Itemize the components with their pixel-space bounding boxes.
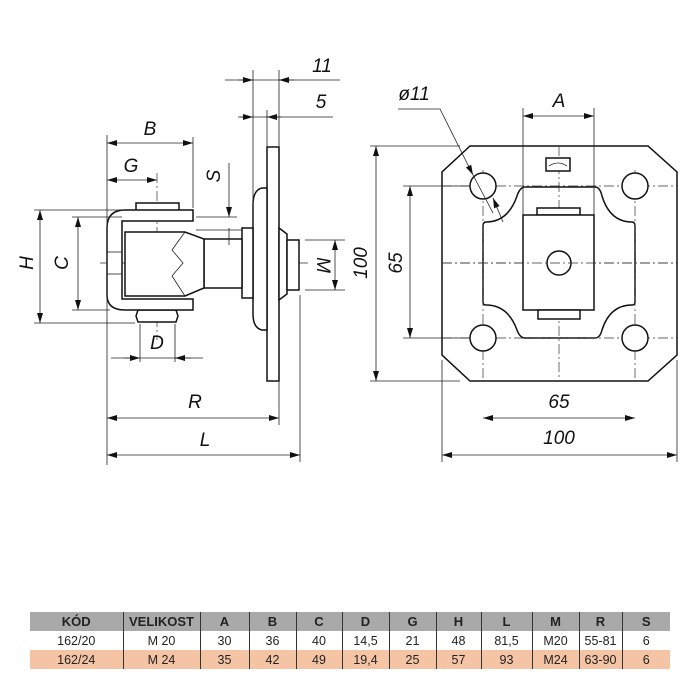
thread-end: [286, 239, 300, 291]
table-cell: 63-90: [578, 650, 622, 669]
table-cell: 81,5: [480, 631, 532, 650]
plate-boss: [252, 187, 268, 331]
header-cell: H: [435, 612, 481, 631]
table-cell: 55-81: [578, 631, 622, 650]
table-cell: 21: [388, 631, 436, 650]
table-cell: 57: [435, 650, 481, 669]
table-cell: M 20: [122, 631, 200, 650]
table-cell: 36: [248, 631, 296, 650]
mounting-hole: [621, 324, 649, 352]
header-cell: VELIKOST: [122, 612, 200, 631]
table-cell: 42: [248, 650, 296, 669]
dim-label-A: A: [552, 91, 566, 112]
nut: [278, 226, 288, 302]
table-cell: 35: [199, 650, 249, 669]
table-cell: 14,5: [341, 631, 389, 650]
pin-bottom-cap: [135, 309, 179, 323]
mounting-plate: [266, 146, 280, 382]
dim-label-D: D: [150, 333, 164, 354]
table-cell: 93: [480, 650, 532, 669]
table-cell: M24: [531, 650, 579, 669]
header-cell: D: [341, 612, 389, 631]
table-header-row: KÓD VELIKOST A B C D G H L M R S: [30, 612, 670, 631]
side-view: 11 5 B G S H C D M R: [17, 56, 345, 465]
shaft: [203, 238, 243, 289]
dim-label-5: 5: [316, 92, 327, 113]
front-view: A ø11 100 65 65 100: [351, 84, 678, 462]
dim-label-B: B: [144, 119, 157, 140]
dim-label-C: C: [52, 256, 73, 270]
dim-label-65-horizontal: 65: [548, 392, 570, 413]
pin-top-cap: [536, 207, 581, 216]
header-cell: M: [531, 612, 579, 631]
dim-label-65-vertical: 65: [386, 252, 407, 274]
header-cell: R: [578, 612, 622, 631]
top-slot: [545, 157, 571, 172]
dim-label-M: M: [312, 257, 333, 273]
dim-label-11: 11: [312, 56, 332, 77]
header-cell: B: [248, 612, 296, 631]
header-cell: KÓD: [30, 612, 123, 631]
mounting-hole: [621, 172, 649, 200]
table-cell: 40: [295, 631, 342, 650]
dim-label-L: L: [200, 430, 211, 451]
table-cell: M20: [531, 631, 579, 650]
table-cell: 6: [621, 650, 670, 669]
table-row: 162/20 M 20 30 36 40 14,5 21 48 81,5 M20…: [30, 631, 670, 650]
table-cell: M 24: [122, 650, 200, 669]
table-cell: 19,4: [341, 650, 389, 669]
dim-label-H: H: [17, 256, 38, 270]
dim-label-100-horizontal: 100: [543, 428, 575, 449]
table-cell: 25: [388, 650, 436, 669]
table-cell: 30: [199, 631, 249, 650]
dimensions-table: KÓD VELIKOST A B C D G H L M R S 162/20 …: [30, 612, 670, 669]
dim-label-100-vertical: 100: [351, 247, 372, 279]
pin-bottom-cap: [537, 309, 581, 320]
table-row: 162/24 M 24 35 42 49 19,4 25 57 93 M24 6…: [30, 650, 670, 669]
table-cell: 48: [435, 631, 481, 650]
technical-drawing: 11 5 B G S H C D M R: [17, 56, 678, 465]
header-cell: L: [480, 612, 532, 631]
dim-label-hole-diameter: ø11: [398, 84, 429, 105]
table-cell: 162/24: [30, 650, 123, 669]
header-cell: C: [295, 612, 342, 631]
dim-label-S: S: [204, 169, 225, 182]
table-cell: 49: [295, 650, 342, 669]
table-cell: 162/20: [57, 633, 96, 648]
dim-label-R: R: [188, 392, 202, 413]
dim-label-G: G: [124, 156, 139, 177]
header-cell: A: [199, 612, 249, 631]
header-cell: G: [388, 612, 436, 631]
table-cell: 6: [621, 631, 670, 650]
washer: [241, 227, 254, 299]
header-cell: S: [621, 612, 670, 631]
mounting-hole: [469, 324, 497, 352]
hinge-body: [124, 231, 205, 297]
